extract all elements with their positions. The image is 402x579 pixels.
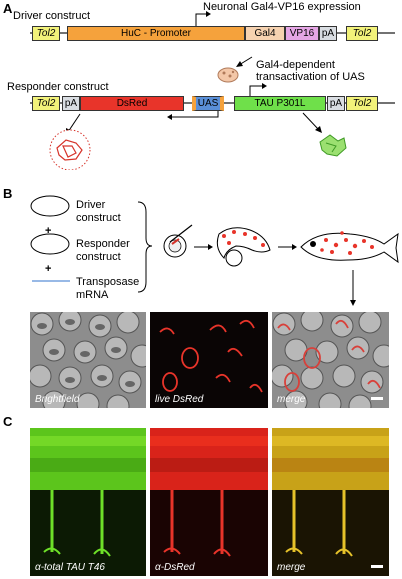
brightfield-image: Brightfield — [30, 312, 146, 408]
responder-tol2-right: Tol2 — [346, 96, 378, 111]
brightfield-label: Brightfield — [35, 394, 80, 405]
driver-pa: pA — [319, 26, 337, 41]
merge-image-b: merge — [272, 312, 389, 408]
driver-construct-label: Driver construct — [13, 10, 91, 22]
merge-image-c: merge — [272, 428, 389, 576]
merge-label-c: merge — [277, 562, 306, 573]
panel-c-letter: C — [3, 414, 13, 429]
total-tau-image: α-total TAU T46 — [30, 428, 146, 576]
dsred-antibody-label: α-DsRed — [155, 562, 195, 573]
component-transposase-line2: mRNA — [76, 289, 109, 301]
scale-bar-b — [371, 397, 383, 400]
driver-expression-note: Neuronal Gal4-VP16 expression — [203, 1, 361, 13]
responder-tol2-left: Tol2 — [32, 96, 60, 111]
transactivation-note-line1: Gal4-dependent — [256, 59, 335, 71]
scale-bar-c — [371, 565, 383, 568]
transactivation-note-line2: transactivation of UAS — [256, 71, 365, 83]
component-driver-line1: Driver — [76, 199, 106, 211]
responder-construct-label: Responder construct — [7, 81, 109, 93]
driver-huc-promoter: HuC - Promoter — [67, 26, 245, 41]
live-dsred-image: live DsRed — [150, 312, 268, 408]
gal4-vp16-protein-icon — [217, 67, 239, 83]
tau-protein-icon — [319, 134, 347, 157]
component-transposase-line1: Transposase — [76, 276, 140, 288]
responder-plasmid-icon — [30, 233, 70, 255]
responder-tau-p301l: TAU P301L — [234, 96, 326, 111]
brace-icon — [137, 201, 153, 293]
driver-vp16: VP16 — [285, 26, 319, 41]
injection-workflow-diagram — [30, 195, 399, 306]
total-tau-label: α-total TAU T46 — [35, 562, 105, 573]
embryo-icon — [216, 227, 271, 267]
larva-fish-icon — [300, 231, 399, 264]
responder-pa-right: pA — [327, 96, 345, 111]
embryo-injection-icon — [163, 224, 193, 258]
responder-dsred: DsRed — [80, 96, 184, 111]
component-responder-line1: Responder — [76, 238, 130, 250]
panel-b-letter: B — [3, 186, 13, 201]
plus-sign-1: + — [45, 225, 52, 237]
plus-sign-2: + — [45, 263, 52, 275]
driver-gal4: Gal4 — [245, 26, 285, 41]
responder-pa-left: pA — [62, 96, 80, 111]
component-responder-line2: construct — [76, 251, 121, 263]
dsred-antibody-image: α-DsRed — [150, 428, 268, 576]
driver-tol2-left: Tol2 — [32, 26, 60, 41]
driver-tol2-right: Tol2 — [346, 26, 378, 41]
dsred-protein-icon — [49, 129, 91, 170]
driver-plasmid-icon — [30, 195, 70, 217]
component-driver-line2: construct — [76, 212, 121, 224]
live-dsred-label: live DsRed — [155, 394, 204, 405]
responder-uas: UAS — [192, 96, 224, 111]
panel-a-letter: A — [3, 1, 13, 16]
merge-label-b: merge — [277, 394, 306, 405]
